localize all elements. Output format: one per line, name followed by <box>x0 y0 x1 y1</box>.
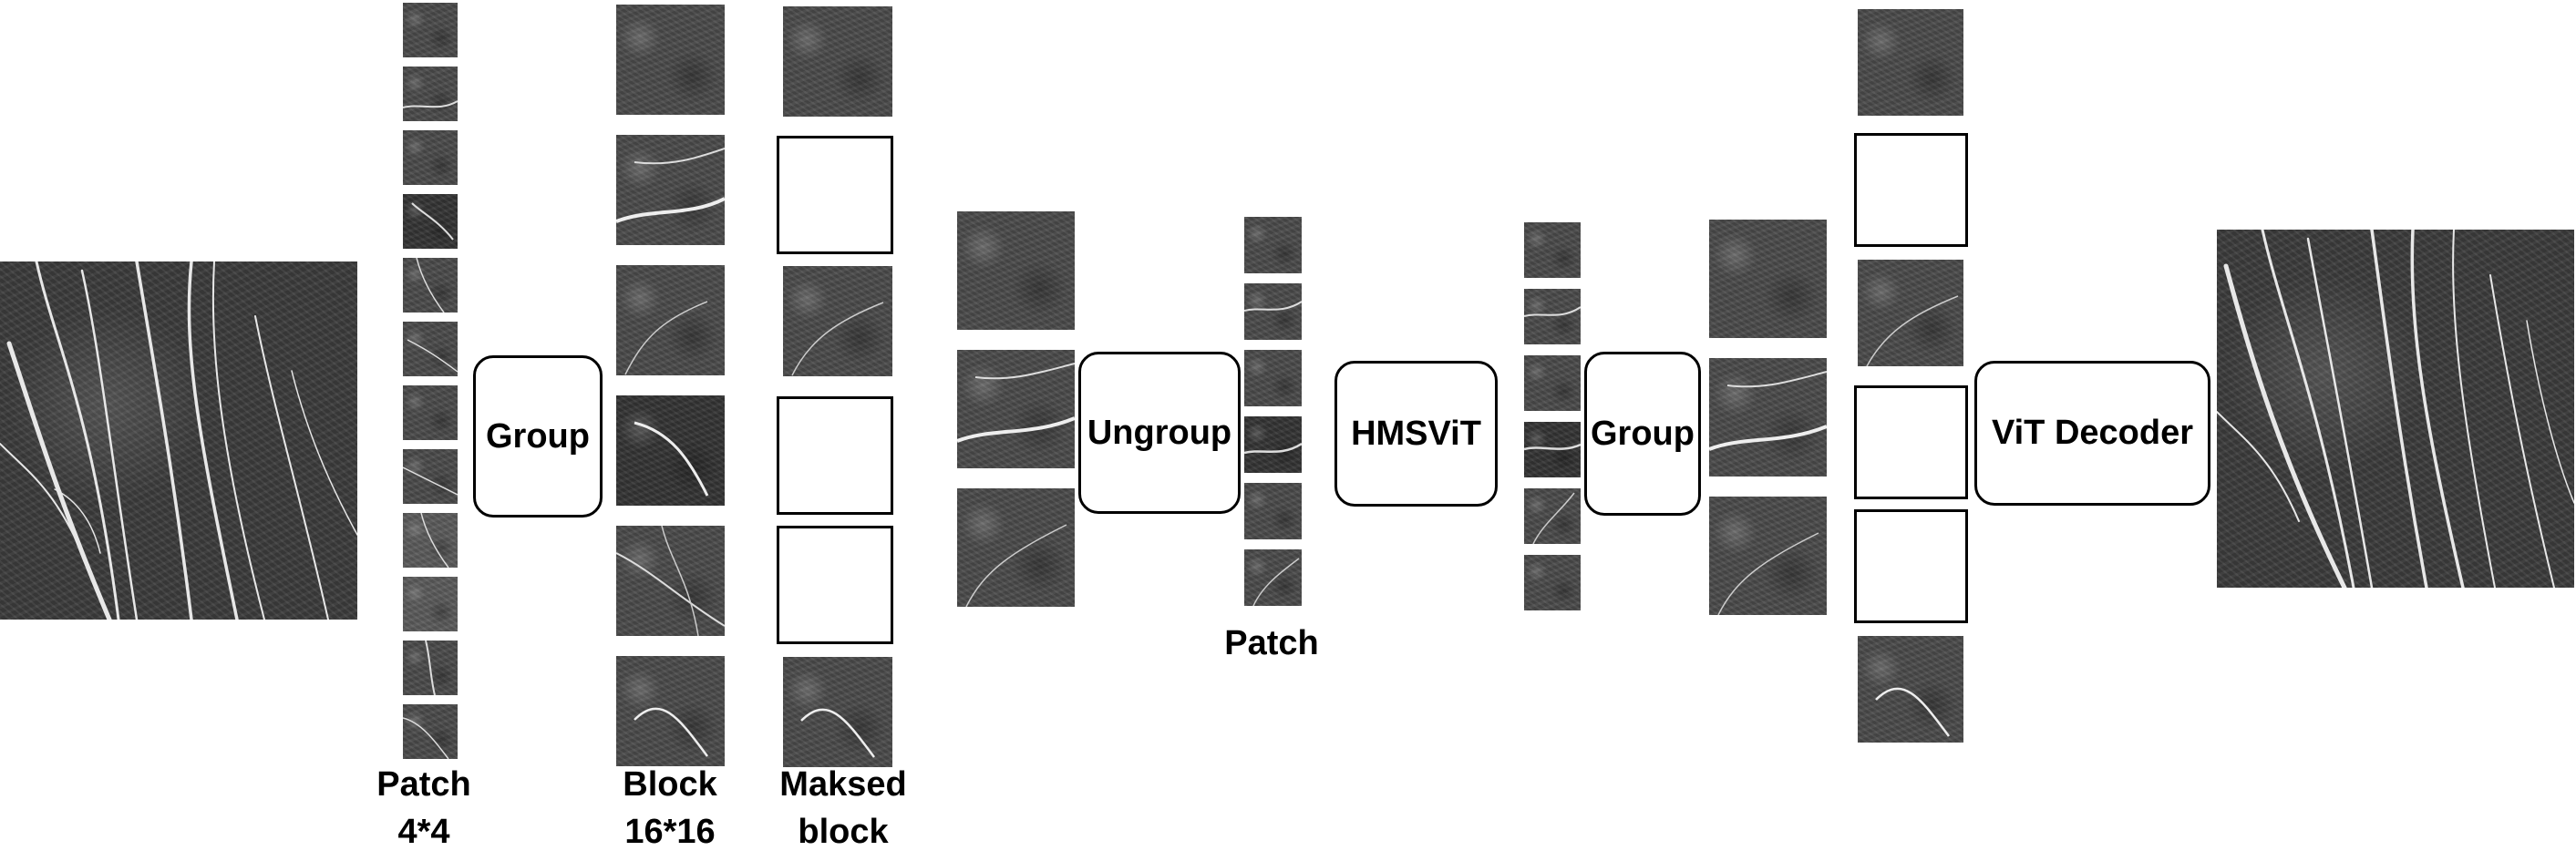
encoded-patch-tile <box>1524 488 1581 544</box>
patch-tile <box>1244 350 1302 406</box>
masked-label-line1: Maksed <box>779 765 907 804</box>
visible-block <box>1858 9 1963 116</box>
visible-block <box>1858 260 1963 366</box>
block-tile <box>616 656 725 766</box>
block-label-line1: Block <box>623 765 717 804</box>
patch-label-line2: 4*4 <box>397 813 450 851</box>
block-tile <box>616 265 725 375</box>
vit-decoder-box: ViT Decoder <box>1974 361 2210 506</box>
visible-block <box>1858 636 1963 743</box>
patch-size-label: Patch 4*4 <box>355 761 492 856</box>
patch-tile <box>403 3 458 57</box>
encoded-patch-tile <box>1524 222 1581 278</box>
encoded-block-tile <box>1709 358 1827 477</box>
patch-tile <box>403 641 458 695</box>
visible-block <box>783 657 892 767</box>
visible-block <box>957 211 1075 330</box>
encoded-patch-tile <box>1524 422 1581 477</box>
ungroup-box: Ungroup <box>1078 352 1241 514</box>
group-box-2: Group <box>1584 352 1701 516</box>
block-tile <box>616 135 725 245</box>
patch-tile <box>403 194 458 249</box>
block-tile <box>616 395 725 506</box>
mask-token <box>1854 385 1968 499</box>
block-tile <box>616 5 725 115</box>
encoded-patch-tile <box>1524 555 1581 610</box>
patch-tile <box>1244 217 1302 273</box>
masked-block <box>777 396 893 515</box>
block-tile <box>616 526 725 636</box>
masked-block-label: Maksed block <box>761 761 925 856</box>
visible-block <box>783 266 892 376</box>
patch-label-line1: Patch <box>376 765 471 804</box>
patch-tile <box>1244 416 1302 473</box>
hmsvit-encoder-box: HMSViT <box>1334 361 1498 507</box>
block-size-label: Block 16*16 <box>602 761 738 856</box>
masked-label-line2: block <box>798 813 889 851</box>
visible-block <box>957 488 1075 607</box>
reconstructed-image <box>2217 230 2574 588</box>
masked-block <box>777 526 893 644</box>
masked-block <box>777 136 893 254</box>
patch-tile <box>1244 549 1302 606</box>
patch-tile <box>403 322 458 376</box>
patch-tile <box>403 385 458 440</box>
patch-tile <box>1244 483 1302 539</box>
patch-tile <box>403 67 458 121</box>
patch-tile <box>403 258 458 313</box>
patch-tile <box>1244 283 1302 340</box>
block-label-line2: 16*16 <box>624 813 716 851</box>
mask-token <box>1854 509 1968 623</box>
mask-token <box>1854 133 1968 247</box>
patch-tile <box>403 449 458 504</box>
patch-label-mid: Patch <box>1224 624 1319 662</box>
encoded-patch-tile <box>1524 355 1581 411</box>
encoded-patch-tile <box>1524 289 1581 344</box>
visible-block <box>783 6 892 117</box>
patch-tile <box>403 130 458 185</box>
encoded-block-tile <box>1709 497 1827 615</box>
group-box: Group <box>473 355 603 518</box>
patch-tile <box>403 577 458 631</box>
visible-block <box>957 350 1075 468</box>
input-image <box>0 261 357 620</box>
patch-tile <box>403 704 458 759</box>
patch-tile <box>403 513 458 568</box>
encoded-block-tile <box>1709 220 1827 338</box>
